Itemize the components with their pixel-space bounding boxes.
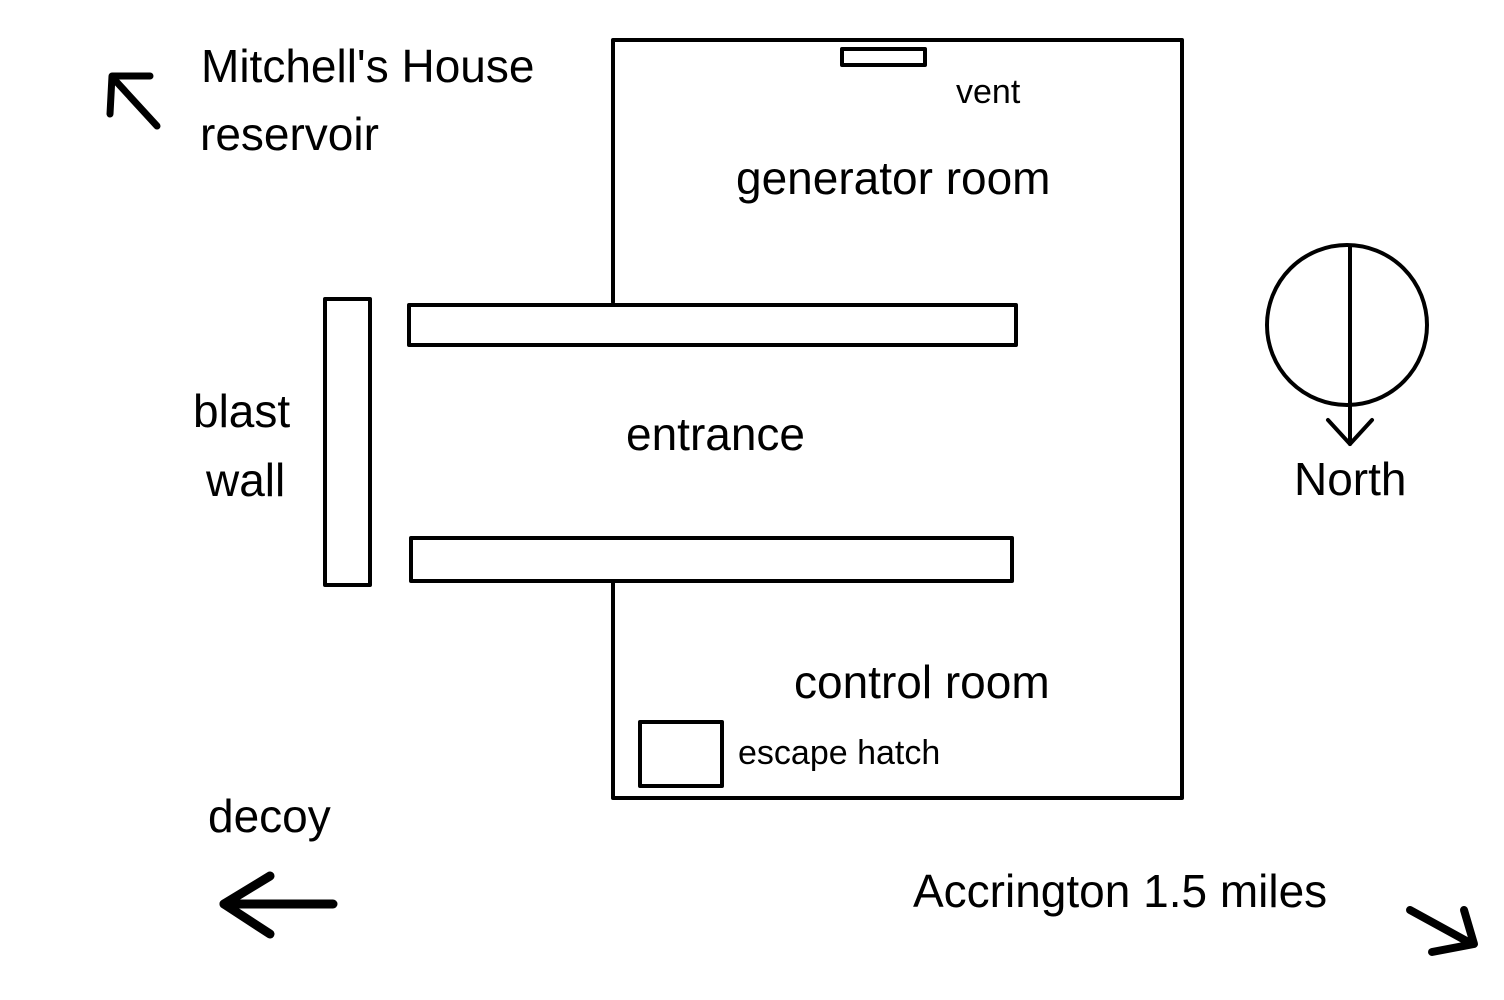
reservoir-label: reservoir: [200, 108, 379, 160]
mitchells-house-label: Mitchell's House: [201, 40, 535, 92]
arrow-left-icon: [219, 871, 338, 939]
vent-shape: [840, 47, 927, 67]
escape-hatch-label: escape hatch: [738, 734, 941, 772]
corridor-wall-upper: [407, 303, 1018, 347]
corridor-wall-lower: [409, 536, 1014, 583]
control-room-label: control room: [794, 656, 1050, 708]
generator-room-label: generator room: [736, 152, 1051, 204]
vent-label: vent: [956, 73, 1021, 111]
blast-wall-shape: [323, 297, 372, 587]
compass-icon: [1265, 243, 1429, 446]
blast-label: blast: [193, 385, 291, 437]
arrow-down-right-icon: [1406, 906, 1478, 956]
arrow-up-left-icon: [106, 72, 161, 130]
accrington-label: Accrington 1.5 miles: [913, 865, 1328, 917]
building-outline: [611, 38, 1184, 800]
decoy-label: decoy: [208, 790, 331, 842]
wall-label: wall: [206, 454, 286, 506]
entrance-label: entrance: [626, 408, 806, 460]
escape-hatch-shape: [638, 720, 724, 788]
north-label: North: [1294, 453, 1407, 505]
